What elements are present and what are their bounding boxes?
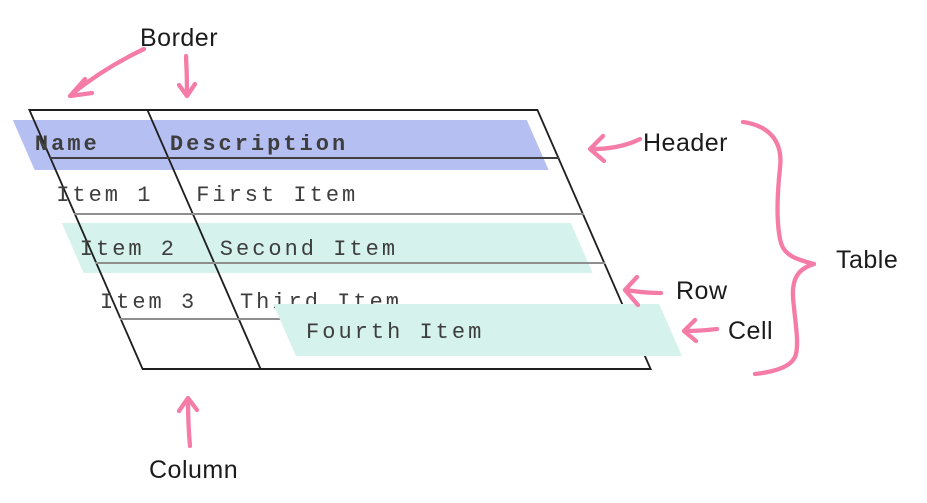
- row-separator-line: [73, 213, 585, 215]
- column-arrow-icon: [176, 395, 200, 449]
- cell-row3-name: Item 3: [99, 290, 198, 315]
- header-arrow-icon: [587, 133, 643, 164]
- cell-row1-name: Item 1: [56, 183, 154, 208]
- row-label: Row: [676, 277, 728, 305]
- border-arrow-left-icon: [67, 46, 147, 99]
- row-arrow-icon: [622, 274, 664, 308]
- header-label: Header: [643, 129, 728, 157]
- cell-arrow-icon: [681, 317, 720, 344]
- cell-label: Cell: [728, 317, 774, 345]
- border-arrow-down-icon: [176, 53, 198, 99]
- cell-row4-description: Fourth Item: [306, 320, 485, 345]
- cell-row2-description: Second Item: [219, 237, 399, 262]
- row-separator-line: [94, 262, 606, 264]
- header-underline: [48, 157, 560, 159]
- skewed-table: Name Description Item 1 First Item Item …: [12, 109, 682, 370]
- cell-row1-description: First Item: [196, 183, 359, 208]
- table-label: Table: [836, 246, 899, 274]
- cell-row2-name: Item 2: [79, 237, 178, 262]
- header-cell-description: Description: [169, 132, 349, 157]
- column-label: Column: [149, 456, 239, 484]
- header-cell-name: Name: [34, 132, 100, 157]
- border-label: Border: [140, 24, 219, 52]
